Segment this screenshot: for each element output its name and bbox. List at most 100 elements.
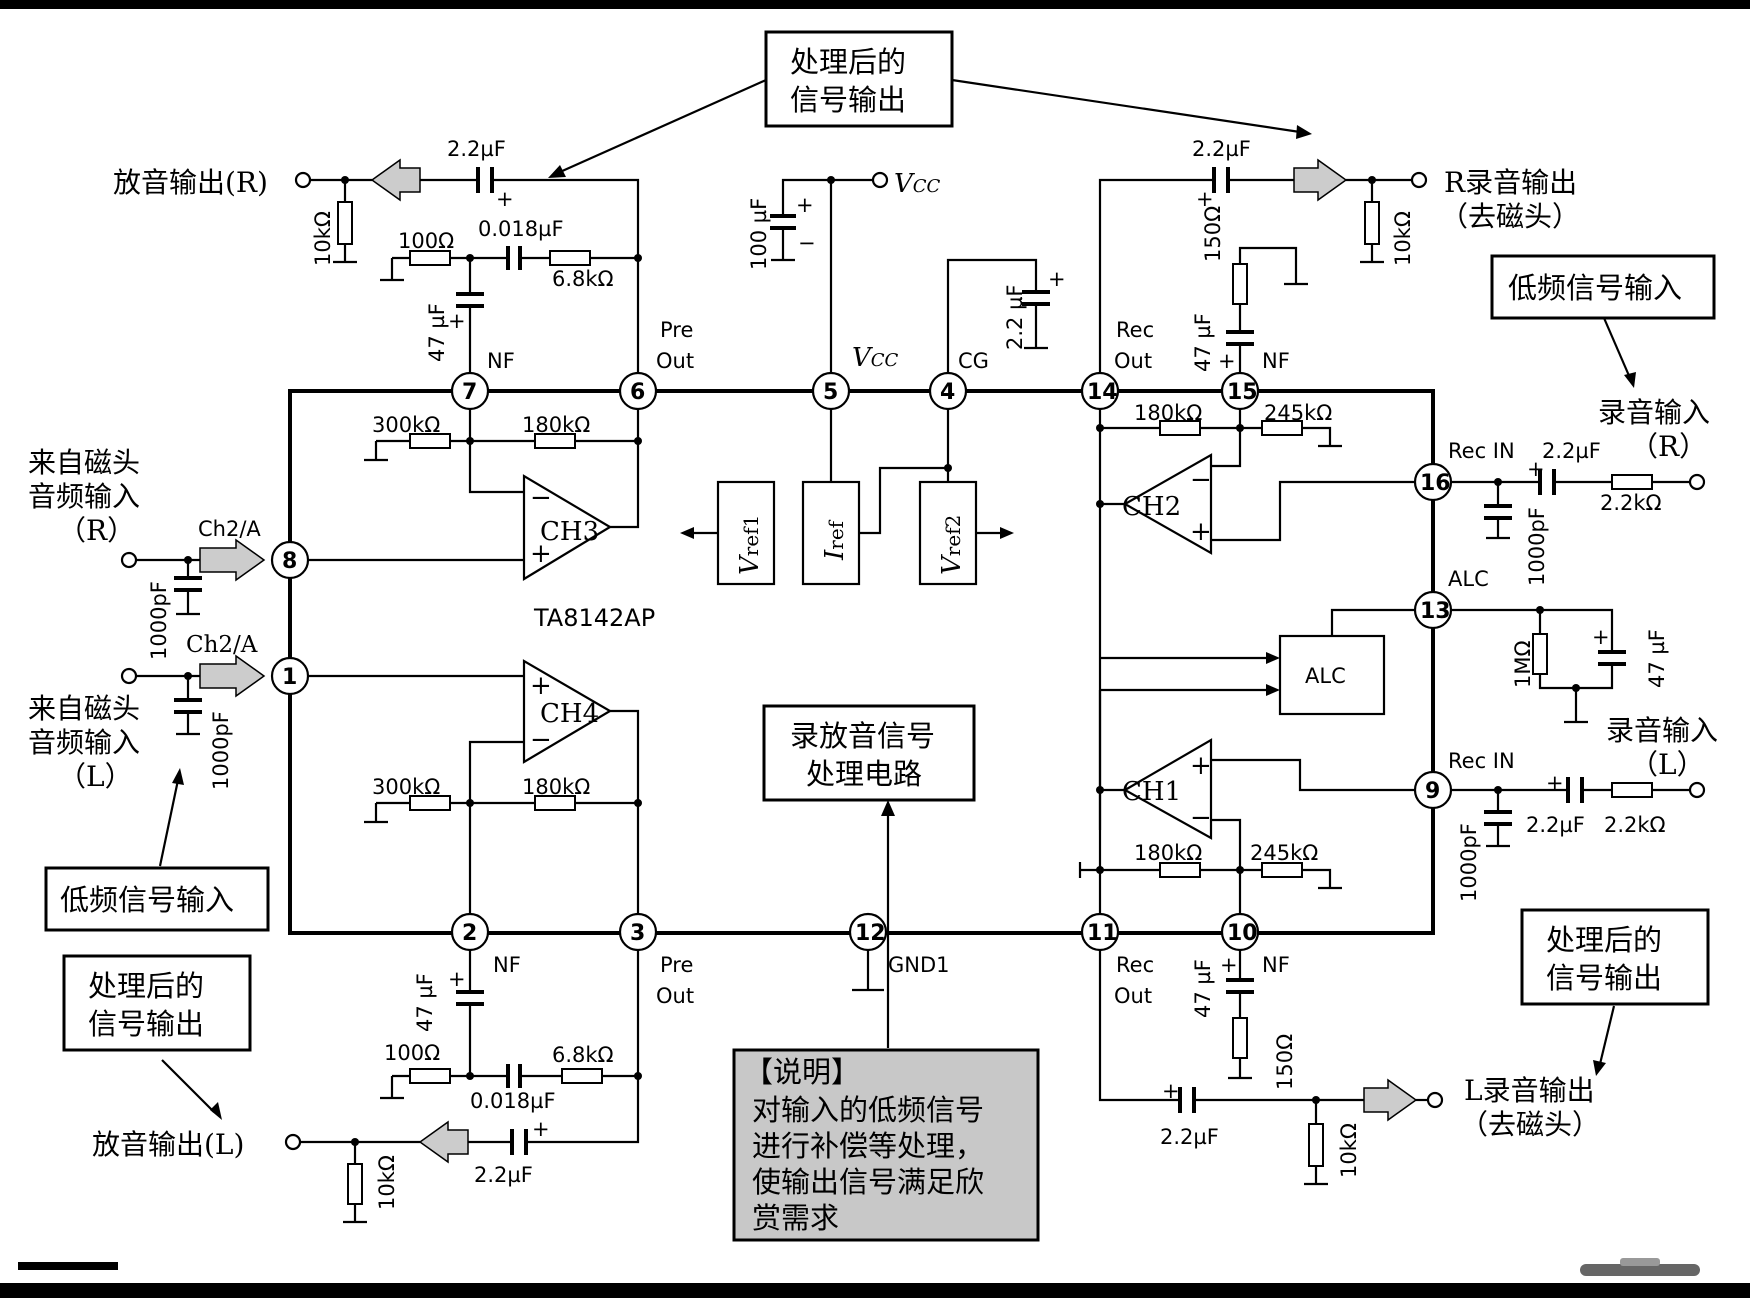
callout-processed-out-top: 处理后的 信号输出 bbox=[764, 30, 954, 128]
svg-text:+: + bbox=[532, 1117, 550, 1141]
svg-text:10kΩ: 10kΩ bbox=[1337, 1123, 1361, 1178]
svg-text:6.8kΩ: 6.8kΩ bbox=[552, 1043, 614, 1067]
input-arrow-r bbox=[199, 538, 266, 582]
svg-text:+: + bbox=[796, 193, 814, 217]
amp-ch4 bbox=[522, 659, 613, 764]
svg-text:5: 5 bbox=[823, 380, 838, 405]
pin-9: 9 bbox=[1413, 770, 1453, 810]
svg-text:+: + bbox=[1220, 953, 1238, 977]
svg-text:180kΩ: 180kΩ bbox=[522, 413, 590, 437]
svg-text:录音输入: 录音输入 bbox=[1598, 396, 1710, 429]
terminal-rec-in-l[interactable] bbox=[1688, 781, 1706, 799]
pin-13: 13 bbox=[1413, 590, 1453, 630]
svg-text:180kΩ: 180kΩ bbox=[522, 775, 590, 799]
svg-text:3: 3 bbox=[630, 921, 645, 946]
svg-text:47 µF: 47 µF bbox=[1191, 959, 1215, 1018]
svg-text:CG: CG bbox=[958, 349, 989, 373]
svg-text:信号输出: 信号输出 bbox=[1546, 961, 1662, 995]
svg-text:0.018µF: 0.018µF bbox=[470, 1089, 556, 1113]
svg-text:来自磁头: 来自磁头 bbox=[28, 692, 140, 725]
svg-text:47 µF: 47 µF bbox=[1645, 629, 1669, 688]
svg-text:14: 14 bbox=[1087, 380, 1118, 405]
callout-processing-circuit: 录放音信号 处理电路 bbox=[762, 704, 976, 802]
terminal-play-out-r[interactable] bbox=[294, 171, 312, 189]
pin-11: 11 bbox=[1080, 912, 1120, 952]
terminal-r-rec-out[interactable] bbox=[1410, 171, 1428, 189]
svg-text:1MΩ: 1MΩ bbox=[1511, 640, 1535, 688]
svg-text:信号输出: 信号输出 bbox=[790, 83, 906, 117]
svg-text:+: + bbox=[1592, 625, 1610, 649]
svg-text:Pre: Pre bbox=[660, 318, 693, 342]
terminal-head-in-l[interactable] bbox=[120, 667, 138, 685]
svg-text:录音输入: 录音输入 bbox=[1606, 714, 1718, 747]
corner-decoration bbox=[1580, 1258, 1700, 1276]
svg-text:录放音信号: 录放音信号 bbox=[790, 719, 935, 753]
svg-text:10kΩ: 10kΩ bbox=[311, 211, 335, 266]
pin-10: 10 bbox=[1220, 912, 1260, 952]
svg-text:Rec IN: Rec IN bbox=[1448, 749, 1515, 773]
svg-text:1: 1 bbox=[282, 665, 297, 690]
svg-text:180kΩ: 180kΩ bbox=[1134, 401, 1202, 425]
svg-text:245kΩ: 245kΩ bbox=[1250, 841, 1318, 865]
terminal-l-rec-out[interactable] bbox=[1426, 1091, 1444, 1109]
svg-text:（L）: （L） bbox=[58, 760, 133, 793]
svg-text:2.2µF: 2.2µF bbox=[1192, 137, 1251, 161]
svg-text:对输入的低频信号: 对输入的低频信号 bbox=[752, 1093, 984, 1127]
svg-text:2.2µF: 2.2µF bbox=[1526, 813, 1585, 837]
svg-text:4: 4 bbox=[940, 380, 955, 405]
svg-text:180kΩ: 180kΩ bbox=[1134, 841, 1202, 865]
svg-text:+: + bbox=[1190, 751, 1212, 781]
res-180k-bot bbox=[534, 795, 576, 811]
svg-text:+: + bbox=[530, 671, 552, 701]
top-border bbox=[0, 0, 1750, 9]
svg-text:Pre: Pre bbox=[660, 953, 693, 977]
svg-text:+: + bbox=[1546, 771, 1564, 795]
svg-text:低频信号输入: 低频信号输入 bbox=[1508, 271, 1682, 305]
svg-text:Rec: Rec bbox=[1116, 318, 1154, 342]
svg-text:VCC: VCC bbox=[852, 343, 899, 373]
svg-text:0.018µF: 0.018µF bbox=[478, 217, 564, 241]
chip-name: TA8142AP bbox=[533, 604, 655, 632]
svg-text:GND1: GND1 bbox=[888, 953, 950, 977]
svg-text:11: 11 bbox=[1087, 921, 1118, 946]
res-300k-bot bbox=[409, 795, 451, 811]
svg-text:16: 16 bbox=[1420, 471, 1451, 496]
svg-text:Rec: Rec bbox=[1116, 953, 1154, 977]
terminal-rec-in-r[interactable] bbox=[1688, 473, 1706, 491]
svg-text:Ch2/A: Ch2/A bbox=[198, 517, 261, 541]
terminal-vcc[interactable] bbox=[871, 171, 889, 189]
alc-block-label: ALC bbox=[1305, 664, 1346, 688]
label-play-out-l: 放音输出(L) bbox=[92, 1128, 244, 1161]
svg-text:（去磁头）: （去磁头） bbox=[1440, 200, 1580, 233]
svg-text:10: 10 bbox=[1227, 921, 1258, 946]
svg-text:处理电路: 处理电路 bbox=[806, 757, 922, 791]
pin-4: 4 bbox=[928, 371, 968, 411]
svg-text:VCC: VCC bbox=[894, 169, 941, 199]
svg-text:150Ω: 150Ω bbox=[1201, 206, 1225, 262]
svg-text:Iref: Iref bbox=[820, 519, 850, 561]
res-180k-ch1 bbox=[1159, 862, 1201, 878]
output-arrow-r bbox=[370, 158, 421, 202]
svg-text:1000pF: 1000pF bbox=[1525, 507, 1549, 586]
terminal-head-in-r[interactable] bbox=[120, 551, 138, 569]
label-play-out-r: 放音输出(R) bbox=[113, 166, 268, 199]
svg-text:1000pF: 1000pF bbox=[209, 711, 233, 790]
svg-text:47 µF: 47 µF bbox=[413, 973, 437, 1032]
svg-text:音频输入: 音频输入 bbox=[28, 726, 140, 759]
svg-text:+: + bbox=[448, 967, 466, 991]
svg-text:+: + bbox=[496, 187, 514, 211]
svg-text:15: 15 bbox=[1227, 380, 1258, 405]
callout-processed-out-bl: 处理后的 信号输出 bbox=[62, 954, 252, 1052]
svg-text:（L）: （L） bbox=[1630, 748, 1705, 781]
svg-text:245kΩ: 245kΩ bbox=[1264, 401, 1332, 425]
callout-lowfreq-in-left: 低频信号输入 bbox=[44, 866, 270, 932]
svg-text:−: − bbox=[530, 483, 552, 513]
svg-text:进行补偿等处理，: 进行补偿等处理， bbox=[752, 1129, 984, 1163]
svg-text:100Ω: 100Ω bbox=[398, 229, 454, 253]
output-arrow-r-rec bbox=[1293, 158, 1348, 202]
pin-12: 12 bbox=[848, 912, 888, 952]
res-245k-ch1 bbox=[1261, 862, 1303, 878]
svg-text:Rec IN: Rec IN bbox=[1448, 439, 1515, 463]
terminal-play-out-l[interactable] bbox=[284, 1133, 302, 1151]
svg-text:Vref1: Vref1 bbox=[735, 515, 765, 575]
